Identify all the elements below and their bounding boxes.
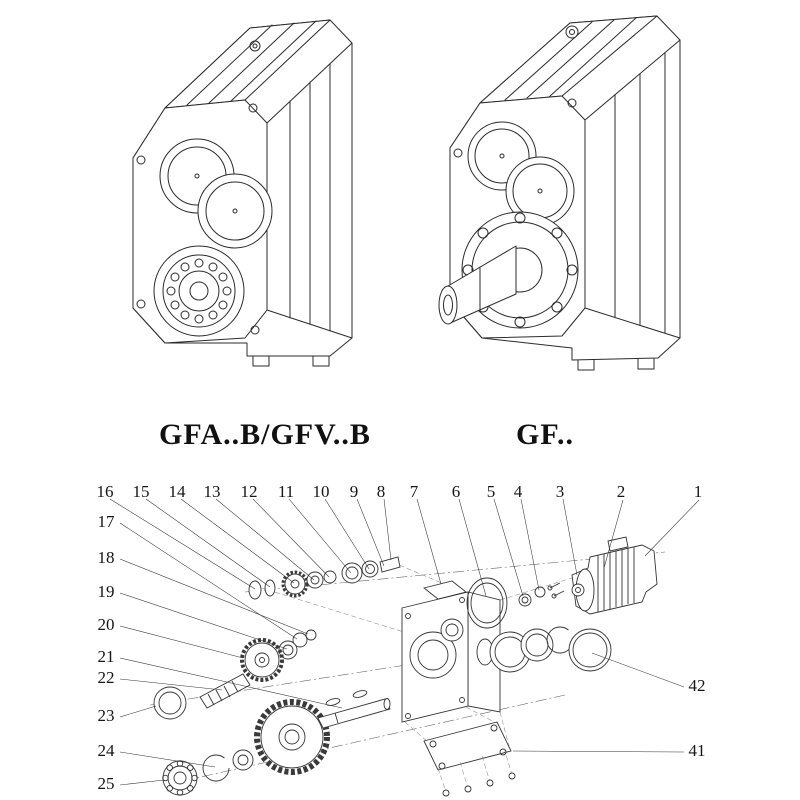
callout-21: 21 bbox=[97, 647, 115, 666]
callout-22: 22 bbox=[97, 668, 115, 687]
output-shaft-part bbox=[317, 698, 391, 729]
exploded-housing bbox=[401, 580, 501, 723]
gearbox-drawing-gf bbox=[438, 15, 681, 371]
callout-4: 4 bbox=[513, 482, 523, 501]
exploded-motor-side-parts bbox=[466, 536, 658, 673]
callout-41: 41 bbox=[688, 741, 706, 760]
leader-lines bbox=[109, 498, 700, 786]
callout-3: 3 bbox=[555, 482, 565, 501]
callout-2: 2 bbox=[616, 482, 626, 501]
bearing-balls bbox=[166, 258, 232, 324]
callout-19: 19 bbox=[97, 582, 115, 601]
callout-11: 11 bbox=[277, 482, 295, 501]
callout-14: 14 bbox=[168, 482, 186, 501]
model-label-gf: GF.. bbox=[516, 418, 574, 451]
callout-10: 10 bbox=[312, 482, 330, 501]
exploded-view bbox=[109, 498, 700, 797]
callout-16: 16 bbox=[96, 482, 114, 501]
callout-42: 42 bbox=[688, 676, 706, 695]
model-label-gfab: GFA..B/GFV..B bbox=[159, 418, 371, 451]
callout-8: 8 bbox=[376, 482, 386, 501]
callout-17: 17 bbox=[97, 512, 115, 531]
exploded-cover-plate bbox=[423, 721, 516, 797]
gearbox-drawing-gfab bbox=[132, 19, 353, 367]
pinion-shaft bbox=[199, 673, 251, 709]
callout-20: 20 bbox=[97, 615, 115, 634]
callout-12: 12 bbox=[240, 482, 258, 501]
callout-24: 24 bbox=[97, 741, 115, 760]
callout-13: 13 bbox=[203, 482, 221, 501]
callout-1: 1 bbox=[693, 482, 703, 501]
callout-9: 9 bbox=[349, 482, 359, 501]
callout-6: 6 bbox=[451, 482, 461, 501]
exploded-output-parts bbox=[162, 690, 391, 796]
callout-18: 18 bbox=[97, 548, 115, 567]
callout-15: 15 bbox=[132, 482, 150, 501]
callout-7: 7 bbox=[409, 482, 419, 501]
exploded-input-parts bbox=[248, 556, 401, 600]
callout-23: 23 bbox=[97, 706, 115, 725]
exploded-intermediate-parts bbox=[153, 629, 317, 720]
callout-25: 25 bbox=[97, 774, 115, 793]
callout-5: 5 bbox=[486, 482, 496, 501]
